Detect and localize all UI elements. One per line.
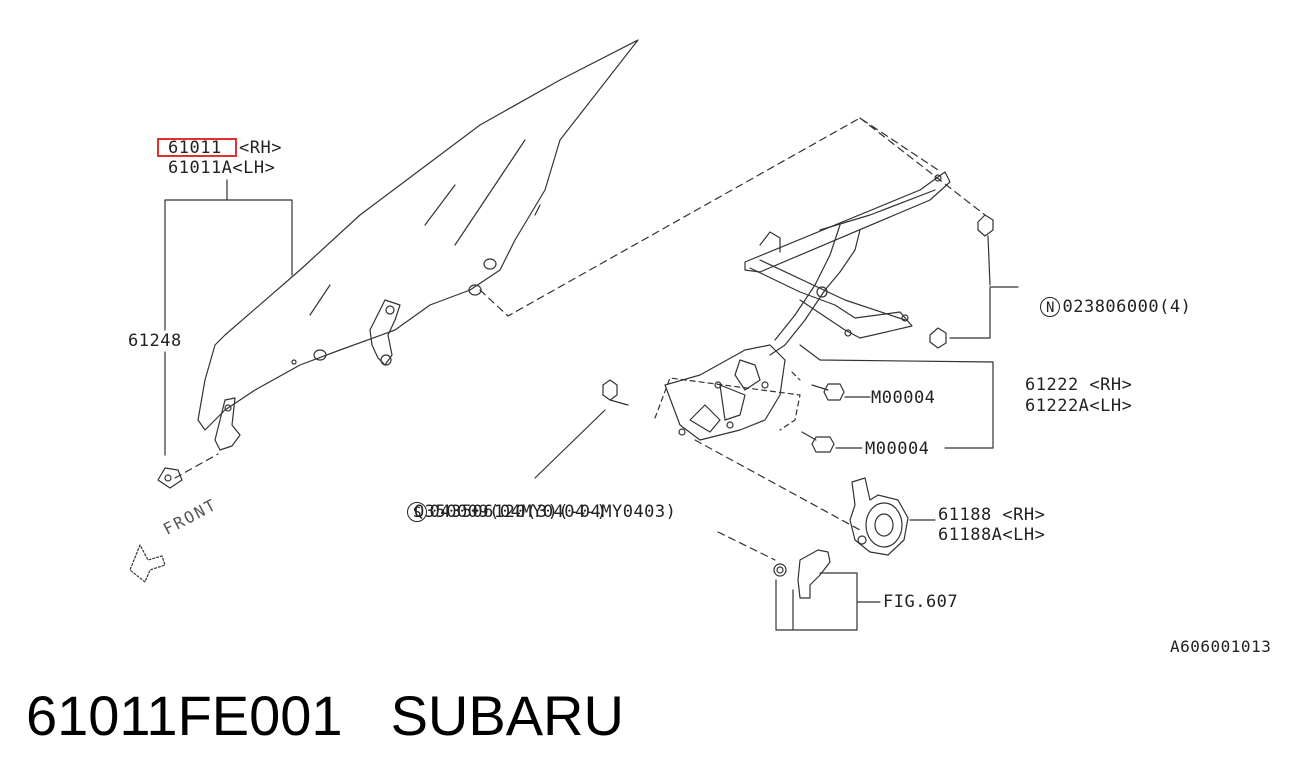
regulator-upper-arm bbox=[744, 171, 951, 273]
regulator-lh-label[interactable]: 61222A<LH> bbox=[1025, 396, 1133, 416]
regulator-rh-label[interactable]: 61222 <RH> bbox=[1025, 375, 1133, 395]
screw-symbol-icon: S bbox=[407, 502, 428, 522]
weatherstrip-label[interactable]: 61248 bbox=[128, 331, 182, 351]
nut-part-number: 023806000(4) bbox=[1062, 297, 1192, 317]
footer-brand: SUBARU bbox=[390, 684, 624, 747]
regulator-motor bbox=[849, 477, 909, 556]
motor-rh-label[interactable]: 61188 <RH> bbox=[938, 505, 1046, 525]
selected-part-highlight bbox=[157, 138, 237, 157]
fig-reference-link[interactable]: FIG.607 bbox=[883, 592, 959, 612]
footer-part-number: 61011FE001 bbox=[26, 684, 343, 747]
footer-title: 61011FE001 SUBARU bbox=[26, 684, 624, 748]
drawing-code: A606001013 bbox=[1170, 637, 1272, 656]
regulator-base bbox=[664, 344, 786, 441]
glass-rh-side-label: <RH> bbox=[239, 138, 282, 158]
motor-lh-label[interactable]: 61188A<LH> bbox=[938, 525, 1046, 545]
bolt-lower-label[interactable]: M00004 bbox=[865, 439, 930, 459]
bolt-upper-label[interactable]: M00004 bbox=[871, 388, 936, 408]
screw-label-line2[interactable]: Q350009(04MY0404-) bbox=[414, 502, 608, 522]
screw-part-number: 043506120(3)(-04MY0403) bbox=[429, 502, 677, 522]
door-glass bbox=[197, 39, 639, 431]
glass-rh-part-label[interactable]: 61011 bbox=[168, 138, 222, 158]
nut-symbol-icon: N bbox=[1040, 297, 1061, 317]
glass-lh-label[interactable]: 61011A<LH> bbox=[168, 158, 276, 178]
